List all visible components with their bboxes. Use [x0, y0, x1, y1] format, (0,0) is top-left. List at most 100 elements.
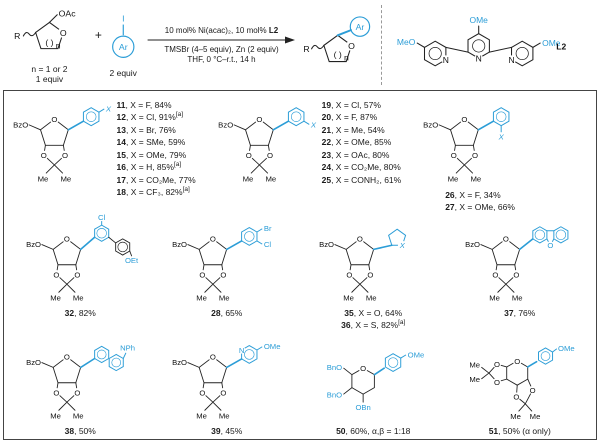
label-me: Me — [489, 293, 500, 302]
label-ring-o: O — [514, 356, 520, 365]
bonds — [187, 226, 263, 293]
entry-line: 22, X = OMe, 85% — [322, 135, 402, 147]
label-me: Me — [219, 411, 230, 420]
label-o: O — [530, 385, 536, 394]
entry-list-11-18: 11, X = F, 84% 12, X = Cl, 91%[a] 13, X … — [117, 98, 196, 197]
product-row-3: BzO O O O Me Me NPh 38, 50% — [7, 331, 593, 438]
label-bzo: BzO — [218, 120, 233, 129]
product-cell-50: O BnO BnO OBn OMe 50, 60%, α,β = 1:18 — [300, 331, 447, 436]
condition-line-above: 10 mol% Ni(acac)₂, 10 mol% L2 — [165, 26, 278, 36]
caption-39: 39, 45% — [211, 424, 242, 436]
substituent-ome: OMe — [264, 342, 281, 351]
entry-line: 21, X = Me, 54% — [322, 123, 402, 135]
entry-text: , X = CF₃, 82% — [125, 186, 183, 197]
product-cell-38: BzO O O O Me Me NPh 38, 50% — [7, 331, 154, 436]
structure-19-25: BzO O O O Me Me X — [218, 107, 317, 183]
product-cell-35-36: BzO O O O Me Me X 35, X = O, 64% 36, X =… — [300, 213, 447, 331]
label-o: O — [62, 151, 68, 160]
compound-number: 14 — [116, 137, 126, 148]
substituent-x: X — [105, 104, 112, 113]
label-n: N — [443, 55, 449, 65]
ring-size-n: n — [56, 41, 61, 51]
label-ring-o: O — [357, 235, 363, 244]
ligand-ref: L2 — [268, 25, 279, 35]
bonds — [233, 107, 310, 174]
entry-line: 24, X = CO₂Me, 80% — [322, 160, 402, 172]
substituent-ome: OMe — [407, 350, 424, 359]
label-ring-o: O — [462, 115, 468, 124]
label-ring-o: O — [210, 352, 216, 361]
entry-text: , X = CO₂Me, 80% — [331, 161, 401, 172]
arrowhead — [285, 36, 296, 44]
caption-line: 38, 50% — [65, 424, 96, 436]
compound-number: 17 — [116, 174, 126, 185]
label-bzo: BzO — [26, 240, 41, 249]
plus-sign: + — [94, 28, 102, 42]
entry-text: , X = OMe, 66% — [454, 202, 515, 213]
entry-text: , X = F, 34% — [454, 189, 501, 200]
label-me: Me — [196, 293, 207, 302]
label-me: Me — [343, 293, 354, 302]
substituent-cl: Cl — [98, 213, 106, 222]
bonds — [342, 352, 406, 403]
label-o: O — [74, 388, 80, 397]
products-box: BzO O O O Me Me X 11, X = F, 84% 12, X =… — [3, 90, 597, 440]
structure-51: O O O O O Me Me Me Me OMe — [469, 344, 575, 421]
caption-text: , 76% — [513, 307, 536, 318]
compound-number: 11 — [116, 99, 126, 110]
compound-number: 18 — [116, 186, 126, 197]
caption-text: , X = S, 82% — [350, 320, 399, 330]
caption-37: 37, 76% — [504, 306, 535, 318]
compound-number: 28 — [211, 307, 221, 318]
label-me: Me — [469, 360, 480, 369]
entry-line: 18, X = CF₃, 82%[a] — [117, 185, 196, 197]
entry-line: 25, X = CONH₂, 61% — [322, 173, 402, 185]
structure-11-18: BzO O O O Me Me X — [13, 104, 112, 183]
product-cell-11-18: BzO O O O Me Me X 11, X = F, 84% 12, X =… — [7, 93, 212, 197]
caption-50: 50, 60%, α,β = 1:18 — [336, 424, 410, 436]
compound-number: 32 — [64, 307, 75, 318]
reaction-scheme: O OAc R ( ) n n = 1 or 2 1 equiv + I Ar … — [0, 0, 600, 90]
label-o: O — [514, 270, 520, 279]
aryl-iodide-structure: I Ar — [112, 14, 135, 58]
compound-number: 23 — [321, 149, 332, 160]
entry-line: 14, X = SMe, 59% — [117, 135, 196, 147]
bonds — [333, 228, 407, 293]
label-me: Me — [243, 174, 254, 183]
entry-footnote: [a] — [398, 319, 406, 327]
caption-text: , 50% (α only) — [498, 425, 551, 436]
scheme-divider — [380, 5, 382, 85]
caption-line: 32, 82% — [65, 306, 96, 318]
substrate-block: O OAc R ( ) n n = 1 or 2 1 equiv — [5, 6, 94, 84]
label-ring-o: O — [64, 235, 70, 244]
compound-number: 21 — [321, 124, 332, 135]
compound-number: 15 — [116, 149, 126, 160]
label-o: O — [492, 270, 498, 279]
label-o: O — [346, 270, 352, 279]
entry-line: 23, X = OAc, 80% — [322, 148, 402, 160]
label-bzo: BzO — [423, 120, 438, 129]
label-me: Me — [72, 293, 83, 302]
aryl-iodide-block: I Ar 2 equiv — [103, 12, 144, 78]
entry-line: 12, X = Cl, 91%[a] — [117, 110, 196, 122]
bonds — [480, 226, 569, 293]
label-me: Me — [50, 411, 61, 420]
substituent-cl: Cl — [264, 240, 272, 249]
bonds — [481, 346, 558, 412]
label-o: O — [199, 388, 205, 397]
label-bzo: BzO — [26, 357, 41, 366]
label-me: Me — [471, 174, 482, 183]
label-o: O — [472, 151, 478, 160]
label-o: O — [514, 392, 520, 401]
entry-text: , X = H, 85% — [125, 161, 174, 172]
substituent-oet: OEt — [125, 256, 139, 265]
label-me: Me — [510, 412, 521, 421]
label-o: O — [451, 151, 457, 160]
caption-line: 28, 65% — [211, 306, 242, 318]
label-o: O — [221, 270, 227, 279]
substituent-ome: OMe — [558, 344, 575, 353]
entry-text: , X = OMe, 79% — [125, 149, 187, 160]
bonds — [438, 107, 510, 174]
compound-number: 35 — [344, 307, 354, 318]
